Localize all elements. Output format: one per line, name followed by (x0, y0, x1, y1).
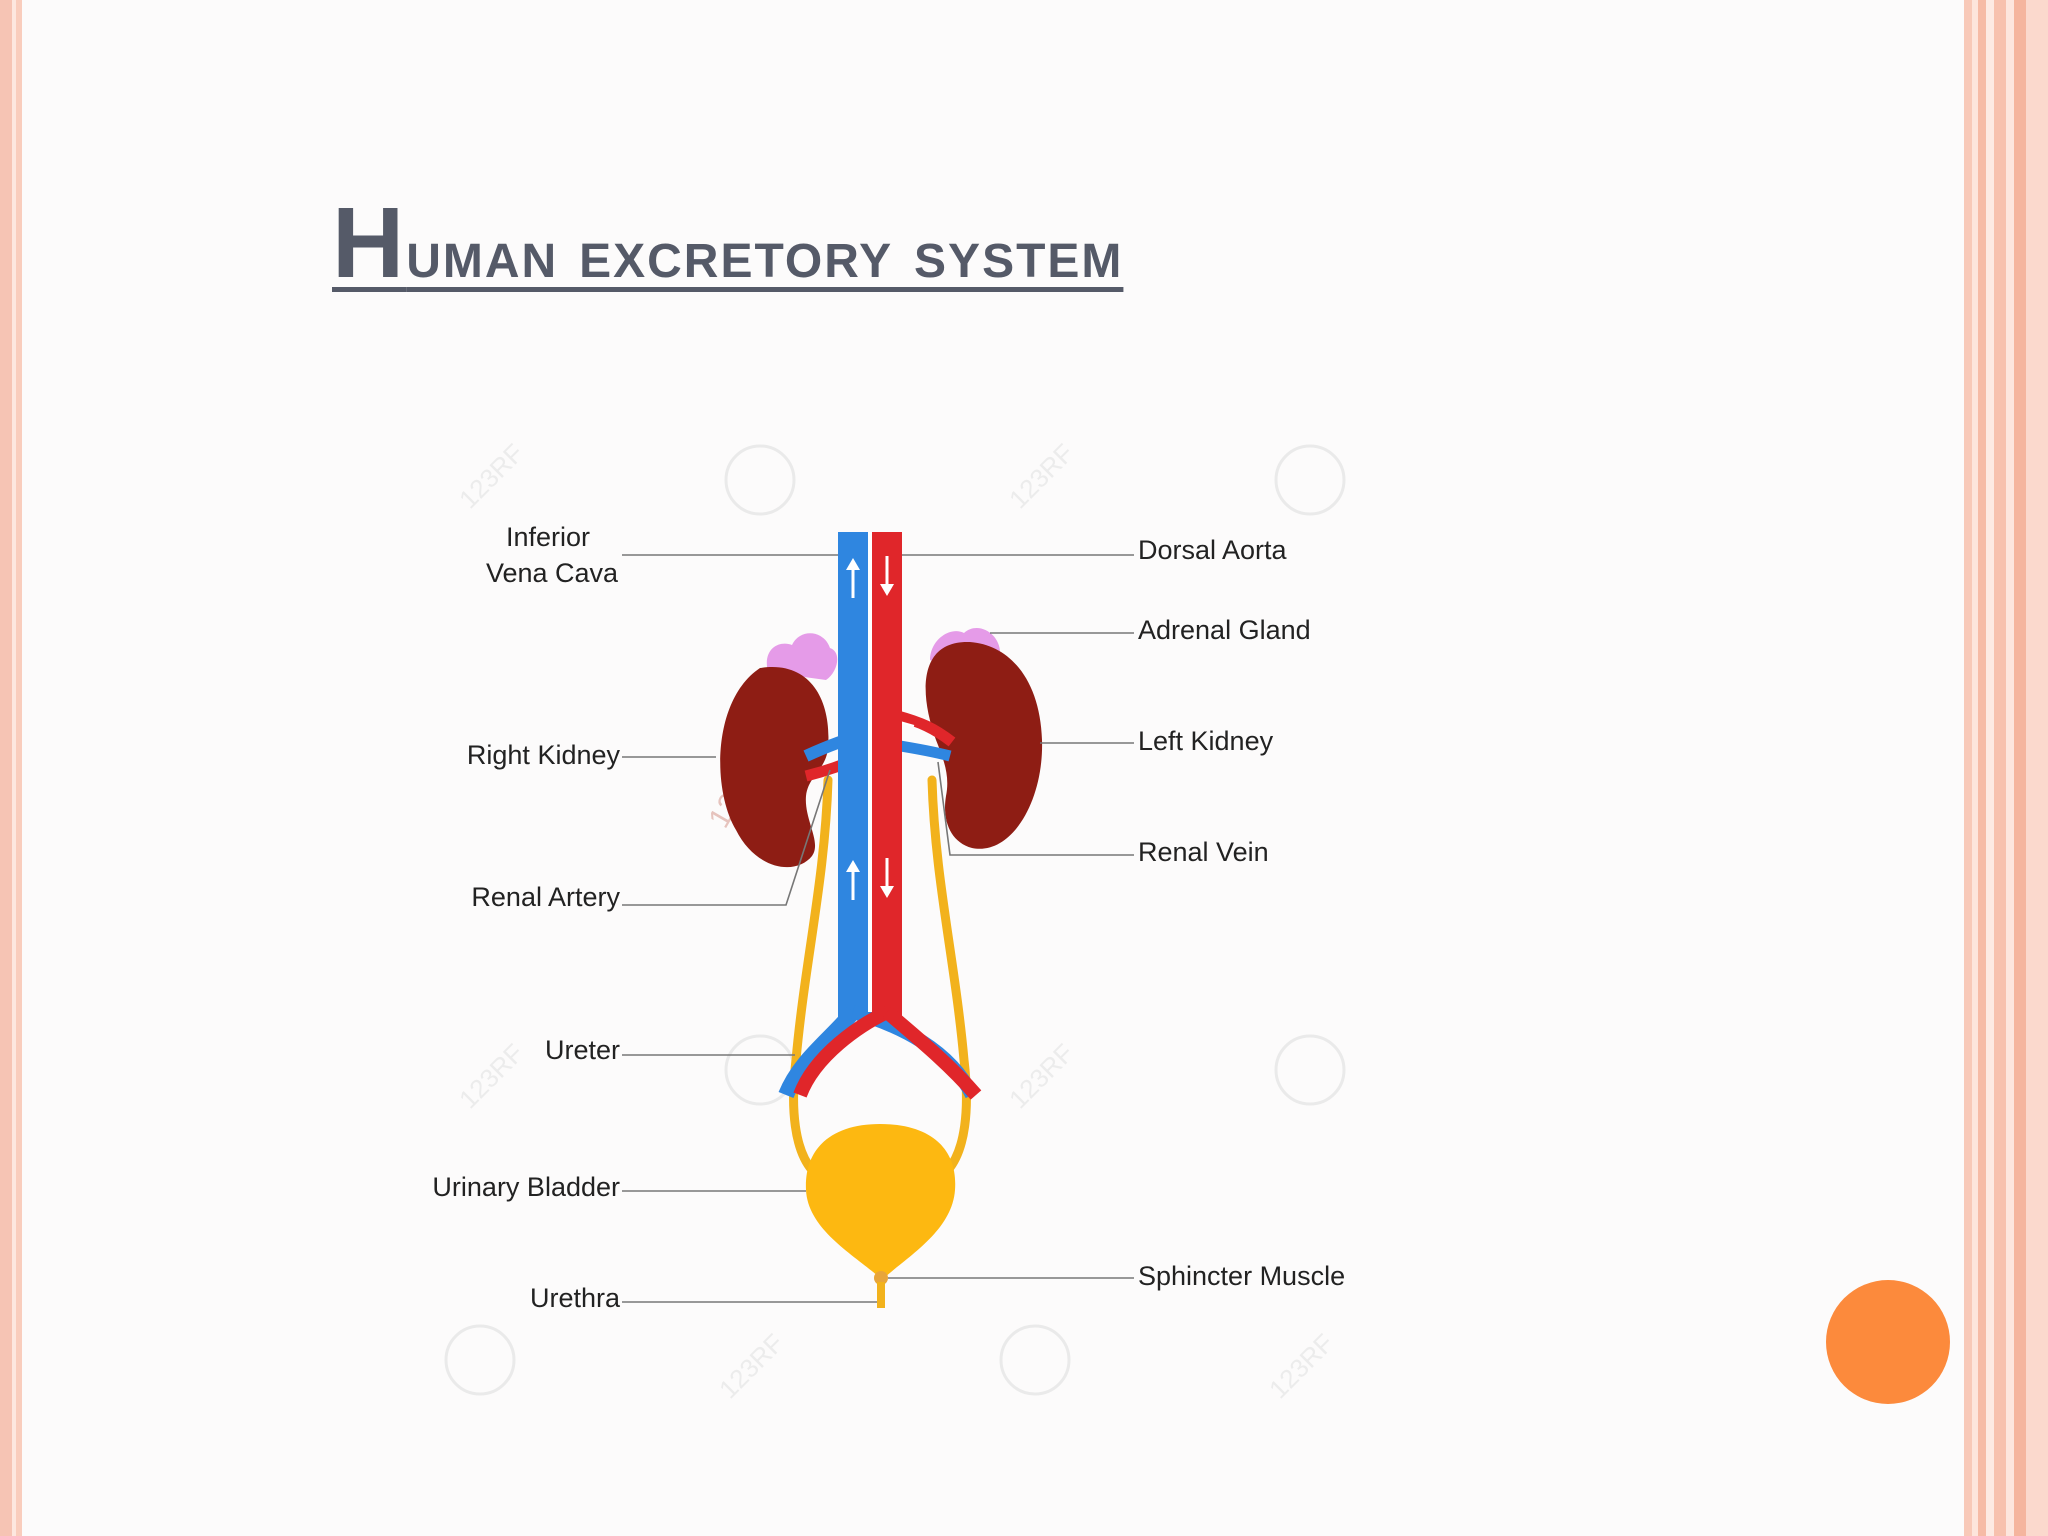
aorta-left-branch (882, 1006, 982, 1100)
aorta-trunk (872, 532, 902, 1017)
dorsal-aorta (793, 532, 982, 1100)
left-renal-artery (896, 710, 956, 747)
right-kidney (720, 666, 829, 868)
downward-arrow-icon (880, 886, 894, 898)
label-inferior-vena-cava-line1: Inferior (506, 522, 590, 552)
leader-renal-artery (622, 769, 831, 906)
left-ureter (927, 775, 971, 1175)
label-right-kidney: Right Kidney (467, 740, 621, 770)
upward-arrow-icon (846, 558, 860, 570)
watermark-logo-icon (1274, 1034, 1346, 1106)
leader-renal-vein (937, 761, 1134, 856)
watermark-text: 123RF (1263, 1328, 1339, 1404)
label-urethra: Urethra (530, 1283, 621, 1313)
aorta-right-branch (793, 1005, 891, 1098)
ureters (789, 775, 971, 1175)
label-urinary-bladder: Urinary Bladder (432, 1172, 620, 1202)
upward-arrow-icon (846, 860, 860, 872)
label-renal-artery: Renal Artery (471, 882, 620, 912)
urinary-bladder (805, 1124, 956, 1280)
right-border-decoration (1958, 0, 2048, 1536)
vena-cava-trunk (838, 532, 868, 1017)
leader-lines (622, 554, 1134, 1303)
watermark-logo-icon (1274, 444, 1346, 516)
slide-title: Human excretory system (332, 188, 1123, 298)
sphincter-muscle (874, 1271, 888, 1285)
label-dorsal-aorta: Dorsal Aorta (1138, 535, 1288, 565)
label-inferior-vena-cava-line2: Vena Cava (486, 558, 619, 588)
label-renal-vein: Renal Vein (1138, 837, 1269, 867)
watermark-text: 123RF (453, 1038, 529, 1114)
vessel-highlight (899, 721, 915, 727)
label-sphincter-muscle: Sphincter Muscle (1138, 1261, 1345, 1291)
slide-title-rest: uman excretory system (406, 216, 1124, 292)
left-border-decoration (0, 0, 24, 1536)
slide-title-initial: H (332, 187, 407, 299)
downward-arrow-icon (880, 584, 894, 596)
urethra (877, 1282, 885, 1308)
watermark-text: 123RF (713, 1328, 789, 1404)
left-kidney (925, 641, 1043, 849)
watermark-logo-icon (724, 444, 796, 516)
label-ureter: Ureter (545, 1035, 620, 1065)
label-left-kidney: Left Kidney (1138, 726, 1274, 756)
watermark-logo-icon (999, 1324, 1071, 1396)
orange-accent-circle (1826, 1280, 1950, 1404)
watermark-text: 123RF (453, 438, 529, 514)
watermark-text: 123RF (1003, 1038, 1079, 1114)
right-ureter (789, 775, 833, 1175)
watermark-logo-icon (444, 1324, 516, 1396)
diagram-labels: Inferior Vena Cava Dorsal Aorta Adrenal … (432, 522, 1345, 1313)
vena-cava-right-branch (778, 1006, 860, 1099)
label-adrenal-gland: Adrenal Gland (1138, 615, 1311, 645)
watermark-text: 123RF (1003, 438, 1079, 514)
